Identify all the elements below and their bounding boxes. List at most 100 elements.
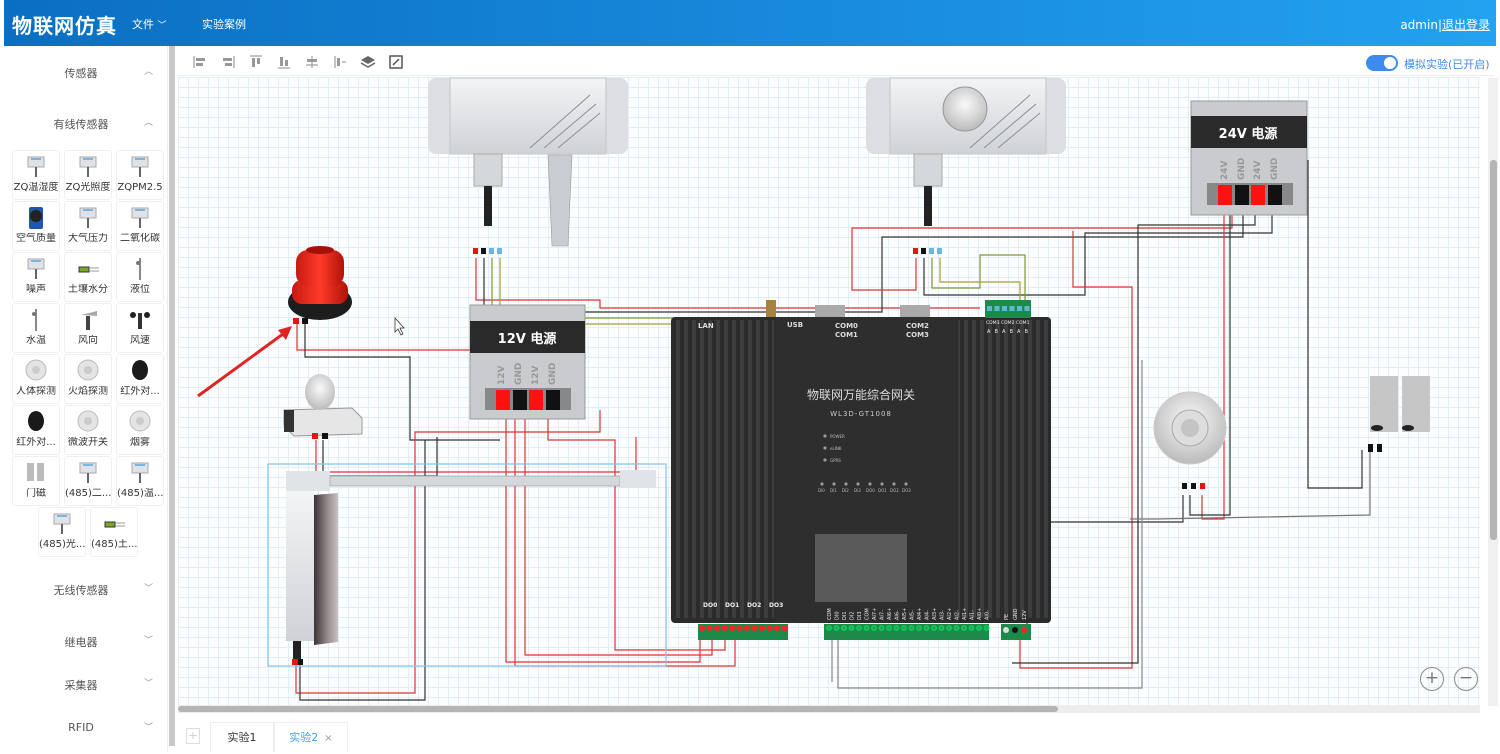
sensor-name: 人体探测 <box>16 386 56 397</box>
power-pin-label: 12V <box>1022 610 1028 620</box>
alarm-light[interactable] <box>288 246 352 324</box>
do-screw <box>766 625 773 631</box>
sensor-item[interactable]: 空气质量 <box>12 201 60 251</box>
add-tab-button[interactable]: + <box>186 728 200 744</box>
tab-experiment-2[interactable]: 实验2 × <box>274 722 348 752</box>
sensor-item[interactable]: 水温 <box>12 303 60 353</box>
sensor-icon <box>23 154 49 180</box>
do-screw <box>699 625 705 631</box>
category-relays[interactable]: 继电器﹀ <box>4 631 168 651</box>
io-led-label: DI1 <box>830 488 837 493</box>
sensor-item[interactable]: 噪声 <box>12 252 60 302</box>
ai-pin-label: COM <box>827 608 833 620</box>
sensor-item[interactable]: ZQ光照度 <box>64 150 112 200</box>
pin-label: GND <box>514 363 524 385</box>
category-rfid[interactable]: RFID﹀ <box>4 718 168 738</box>
category-collectors[interactable]: 采集器﹀ <box>4 674 168 694</box>
iot-gateway[interactable]: LAN USB COM0 COM1 COM2 COM3 物联网万能综合网关 WL… <box>671 300 1051 640</box>
sensor-item[interactable]: 大气压力 <box>64 201 112 251</box>
sensor-item[interactable]: (485)二... <box>64 456 112 506</box>
sensor-item[interactable]: 门磁 <box>12 456 60 506</box>
io-led <box>832 482 836 486</box>
zoom-out-button[interactable]: − <box>1454 667 1478 691</box>
sensor-item[interactable]: (485)土... <box>90 507 138 557</box>
design-canvas[interactable]: 12V 电源 12V GND 12V GND 24V 电源 24V GND 24… <box>178 77 1480 705</box>
ai-screw <box>983 625 990 631</box>
cases-menu[interactable]: 实验案例 <box>202 18 246 31</box>
align-top-icon[interactable] <box>248 54 264 70</box>
com2-label: COM2 <box>906 322 929 330</box>
sensor-icon <box>23 358 49 384</box>
ai-pin-label: AI0+ <box>977 608 983 620</box>
sensor-item[interactable]: ZQ温湿度 <box>12 150 60 200</box>
led <box>823 446 827 450</box>
sidebar-scrollbar[interactable] <box>169 46 175 746</box>
align-bottom-icon[interactable] <box>276 54 292 70</box>
light-sensor[interactable] <box>866 77 1066 254</box>
sensor-icon <box>23 307 49 333</box>
temp-humidity-sensor[interactable] <box>428 77 628 254</box>
led-label: GPRS <box>830 458 841 463</box>
sensor-item[interactable]: 风向 <box>64 303 112 353</box>
power-supply-12v[interactable]: 12V 电源 12V GND 12V GND <box>469 304 586 420</box>
do-screw <box>736 625 743 631</box>
sensor-item[interactable]: 二氧化碳 <box>116 201 164 251</box>
horizontal-scrollbar[interactable] <box>178 706 1058 712</box>
layers-icon[interactable] <box>360 54 376 70</box>
sensor-item[interactable]: (485)温... <box>116 456 164 506</box>
align-center-vertical-icon[interactable] <box>332 54 348 70</box>
tab-label: 实验2 <box>289 731 319 744</box>
fin <box>972 320 976 618</box>
door-magnet-sensor[interactable] <box>1368 376 1430 452</box>
category-sensors[interactable]: 传感器︿ <box>4 62 168 82</box>
zoom-in-button[interactable]: + <box>1420 667 1444 691</box>
sensor-item[interactable]: 红外对... <box>116 354 164 404</box>
simulation-toggle[interactable] <box>1366 55 1398 71</box>
align-center-horizontal-icon[interactable] <box>304 54 320 70</box>
sensor-item[interactable]: 人体探测 <box>12 354 60 404</box>
vertical-scrollbar[interactable] <box>1490 160 1497 540</box>
sensor-name: 风向 <box>78 335 98 346</box>
sensor-item[interactable]: 微波开关 <box>64 405 112 455</box>
linear-actuator[interactable] <box>286 470 656 665</box>
fin <box>964 320 968 618</box>
sensor-item[interactable]: 风速 <box>116 303 164 353</box>
fin <box>764 320 768 618</box>
category-wired-sensors[interactable]: 有线传感器︿ <box>4 113 168 133</box>
sensor-name: 微波开关 <box>68 437 108 448</box>
align-left-icon[interactable] <box>192 54 208 70</box>
fullscreen-icon[interactable] <box>388 54 404 70</box>
ai-pin-label: AI4+ <box>917 608 923 620</box>
circuit-diagram: 12V 电源 12V GND 12V GND 24V 电源 24V GND 24… <box>197 77 1430 701</box>
sensor-item[interactable]: 火焰探测 <box>64 354 112 404</box>
tab-experiment-1[interactable]: 实验1 <box>210 722 274 752</box>
close-icon[interactable]: × <box>324 733 333 744</box>
buzzer-dome[interactable] <box>283 374 363 439</box>
align-right-icon[interactable] <box>220 54 236 70</box>
chevron-down-icon: ﹀ <box>144 636 154 646</box>
sensor-item[interactable]: 红外对... <box>12 405 60 455</box>
logout-link[interactable]: 退出登录 <box>1441 18 1490 32</box>
sensor-icon <box>23 460 49 486</box>
sensor-item[interactable]: 土壤水分 <box>64 252 112 302</box>
fin <box>996 320 1000 618</box>
com-screw <box>1002 306 1007 311</box>
sensor-item[interactable]: 液位 <box>116 252 164 302</box>
sensor-name: 水温 <box>26 335 46 346</box>
io-led <box>904 482 908 486</box>
pin-label: GND <box>1270 158 1280 180</box>
sensor-icon <box>75 460 101 486</box>
microwave-sensor[interactable] <box>1153 391 1227 489</box>
sensor-item[interactable]: ZQPM2.5 <box>116 150 164 200</box>
ai-screw <box>826 625 832 631</box>
file-menu-label: 文件 <box>132 18 154 31</box>
file-menu[interactable]: 文件 ﹀ <box>132 16 167 32</box>
ai-pin-label: DI1 <box>842 611 848 620</box>
power-supply-24v[interactable]: 24V 电源 24V GND 24V GND <box>1190 100 1308 216</box>
sensor-item[interactable]: 烟雾 <box>116 405 164 455</box>
sensor-item[interactable]: (485)光... <box>38 507 86 557</box>
category-wireless-sensors[interactable]: 无线传感器﹀ <box>4 579 168 599</box>
